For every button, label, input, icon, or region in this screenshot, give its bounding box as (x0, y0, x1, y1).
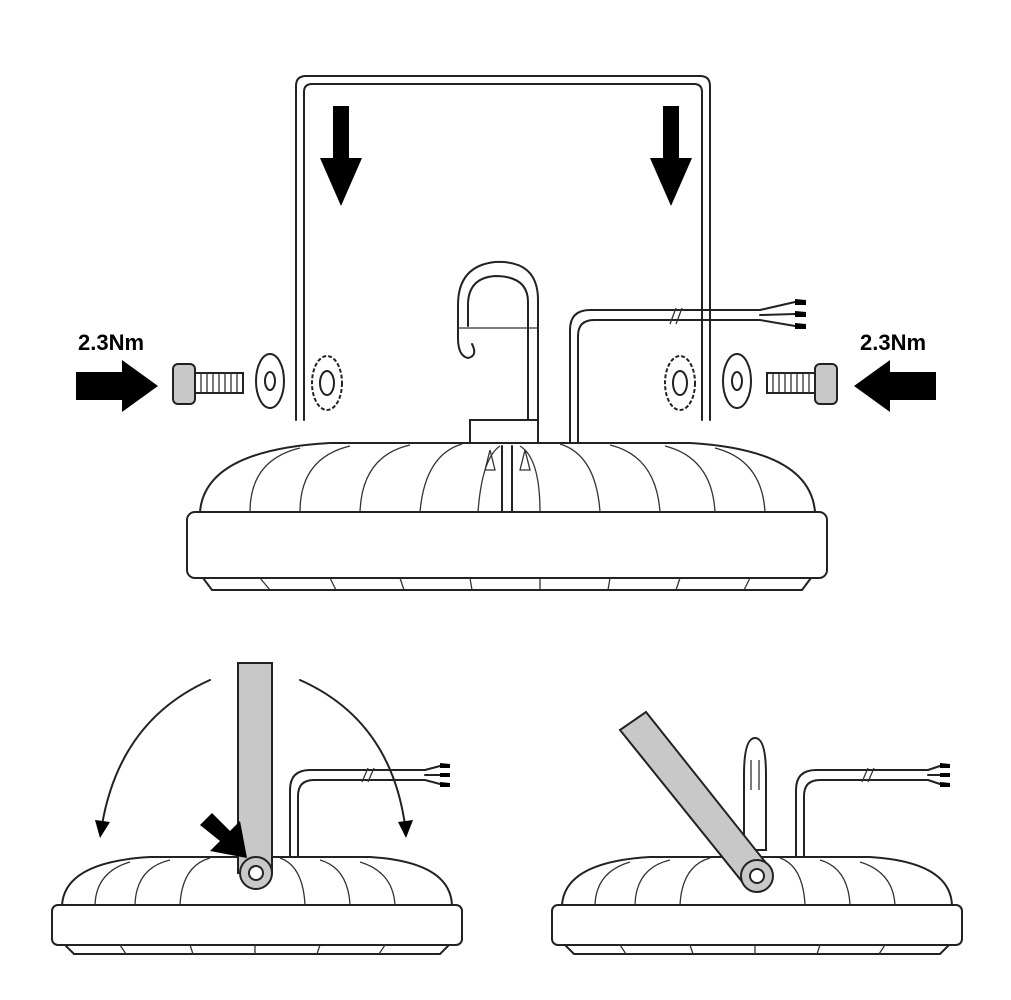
hook-folded (743, 736, 767, 851)
power-cable (569, 309, 761, 443)
washer-left (255, 353, 285, 409)
down-arrow-icon (650, 106, 692, 206)
highbay-lamp-top (186, 419, 828, 591)
right-arrow-icon (76, 360, 158, 412)
left-arrow-icon (854, 360, 936, 412)
bolt-right (766, 363, 838, 405)
pointer-arrow-icon (200, 813, 247, 858)
power-cable (795, 769, 929, 861)
bottom-left-panel (51, 662, 463, 955)
top-panel: 2.3Nm 2.3Nm (76, 75, 936, 591)
mounting-bracket-tilted (618, 710, 774, 893)
hanging-hook (457, 260, 539, 421)
cable-wire-ends (759, 301, 796, 327)
torque-label-right: 2.3Nm (860, 330, 926, 355)
mounting-bracket-vertical (237, 662, 273, 890)
highbay-lamp-bottom-left (51, 856, 463, 955)
down-arrow-icon (320, 106, 362, 206)
torque-label-left: 2.3Nm (78, 330, 144, 355)
bottom-right-panel (551, 710, 963, 955)
washer-right (722, 353, 752, 409)
curved-arrow-icon (299, 679, 406, 826)
curved-arrow-icon (101, 679, 211, 826)
lock-washer-right (664, 355, 696, 411)
u-bracket (295, 75, 711, 421)
lock-washer-left (311, 355, 343, 411)
bolt-left (172, 363, 244, 405)
power-cable (289, 769, 426, 861)
